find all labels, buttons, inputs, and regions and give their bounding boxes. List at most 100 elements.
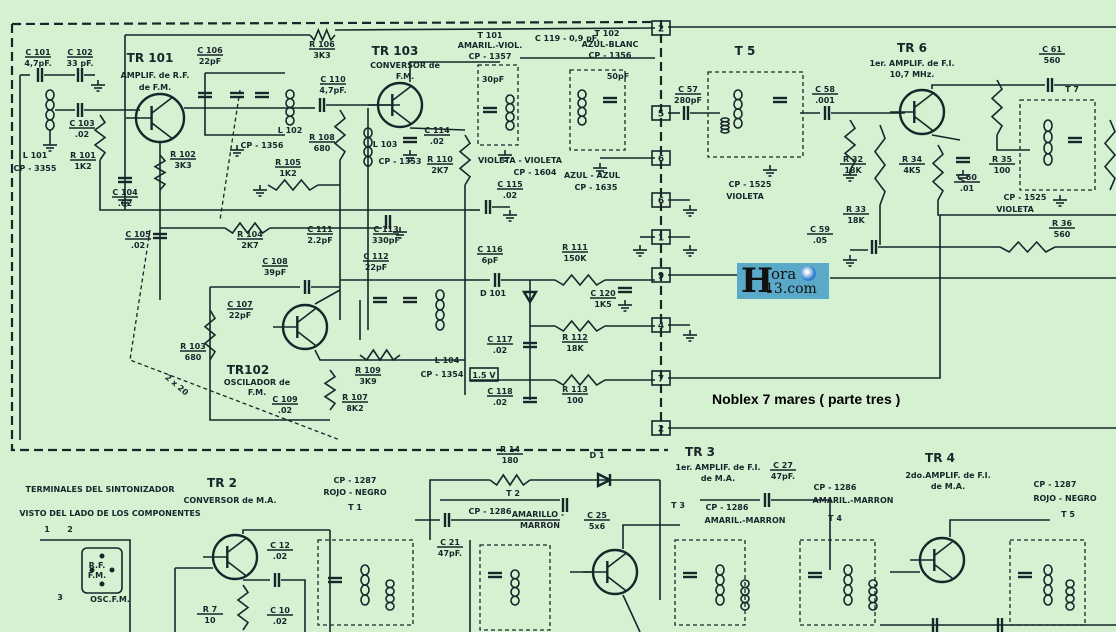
caption-label: F.M. (248, 388, 266, 397)
component-ref: R 105 (275, 158, 301, 167)
caption-label: VISTO DEL LADO DE LOS COMPONENTES (19, 509, 201, 518)
caption-label: AMARILLO - (512, 510, 564, 519)
caption-label: T 3 (671, 501, 685, 510)
component-ref: R 32 (843, 155, 863, 164)
wire (933, 540, 954, 557)
resistor-symbol (874, 124, 887, 206)
component-value: 560 (1054, 230, 1071, 239)
caption-label: CP - 1354 (421, 370, 464, 379)
resistor-symbol (224, 221, 271, 235)
inductor-coil (733, 98, 743, 110)
battery-box (469, 367, 499, 382)
inductor-coil (1043, 119, 1053, 133)
component-ref: R 110 (427, 155, 453, 164)
resistor-symbol (931, 144, 945, 201)
wire (409, 127, 466, 131)
caption-label: L 101 (23, 151, 48, 160)
caption-label: TERMINALES DEL SINTONIZADOR (26, 485, 175, 494)
wire (949, 519, 1050, 537)
wire (931, 84, 1045, 89)
wire (391, 108, 412, 125)
inductor-coil (510, 577, 520, 589)
component-ref: C 120 (590, 289, 616, 298)
component-value: 6pF (482, 256, 499, 265)
component-value: .02 (430, 137, 444, 146)
caption-label: AMPLIF. de R.F. (121, 71, 190, 80)
component-value: 5x6 (589, 522, 606, 531)
caption-label: CP - 1356 (589, 51, 632, 60)
inductor-coil (1043, 564, 1053, 576)
caption-label: 50pF (607, 72, 629, 81)
component-ref: R 101 (70, 151, 96, 160)
resistor-symbol (333, 109, 347, 161)
caption-label: 1er. AMPLIF. de F.I. (675, 463, 760, 472)
wire (151, 96, 173, 114)
terminal-number: 7 (658, 375, 664, 385)
caption-label: F.M. (396, 72, 414, 81)
wire (151, 122, 173, 140)
component-ref: R 112 (562, 333, 588, 342)
component-value: .02 (75, 130, 89, 139)
resistor-symbol (458, 134, 472, 186)
caption-label: L 103 (373, 140, 398, 149)
caption-label: ROJO - NEGRO (1033, 494, 1097, 503)
inductor-coil (385, 579, 395, 589)
inductor-coil (843, 594, 853, 606)
caption-label: D 1 (590, 451, 605, 460)
socket-outline (81, 547, 123, 594)
watermark-text-top: ora (771, 265, 797, 283)
inductor-coil (385, 601, 395, 611)
component-ref: R 33 (846, 205, 866, 214)
caption-label: CONVERSOR de (370, 61, 440, 70)
component-value: 18K (566, 344, 584, 353)
gang-link (219, 89, 241, 221)
caption-label: VIOLETA - VIOLETA (478, 156, 563, 165)
caption-label: T 5 (735, 44, 756, 58)
caption-label: CP - 1353 (379, 157, 422, 166)
shield-can (477, 64, 519, 146)
diode-symbol (596, 472, 613, 488)
caption-label: T 102 (595, 29, 620, 38)
component-ref: C 101 (25, 48, 51, 57)
component-ref: C 103 (69, 119, 94, 128)
caption-label: TR102 (227, 363, 269, 377)
component-ref: C 59 (810, 225, 830, 234)
inductor-coil (360, 564, 370, 576)
resistor-symbol (554, 319, 606, 333)
inductor-coil (843, 564, 853, 576)
inductor-coil (868, 594, 878, 604)
resistor-symbol (93, 114, 107, 161)
resistor-symbol (153, 154, 167, 191)
caption-label: T 5 (1061, 510, 1075, 519)
caption-label: OSCILADOR de (224, 378, 291, 387)
shield-can (317, 539, 414, 626)
component-ref: C 105 (125, 230, 151, 239)
component-ref: C 116 (477, 245, 503, 254)
wire (314, 349, 465, 361)
component-value: .02 (118, 199, 132, 208)
component-value: .001 (815, 96, 835, 105)
component-ref: C 113 (373, 225, 398, 234)
caption-label: CP - 1356 (241, 141, 284, 150)
resistor-symbol (999, 240, 1056, 254)
inductor-coil (505, 94, 515, 105)
component-ref: C 106 (197, 46, 223, 55)
inductor-coil (510, 569, 520, 580)
component-ref: R 34 (902, 155, 923, 164)
wire (913, 115, 934, 132)
component-value: 22pF (229, 311, 251, 320)
wire (226, 560, 247, 577)
resistor-symbol (359, 348, 401, 362)
inductor-coil (733, 108, 743, 120)
inductor-coil (715, 564, 725, 576)
caption-label: L 104 (435, 356, 460, 365)
wire (771, 499, 831, 570)
caption-label: ROJO - NEGRO (323, 488, 387, 497)
inductor-coil (285, 115, 295, 126)
caption-label: 30pF (482, 75, 504, 84)
component-value: 4K5 (903, 166, 921, 175)
component-value: .05 (813, 236, 828, 245)
component-value: 100 (994, 166, 1011, 175)
component-value: 10 (204, 616, 216, 625)
